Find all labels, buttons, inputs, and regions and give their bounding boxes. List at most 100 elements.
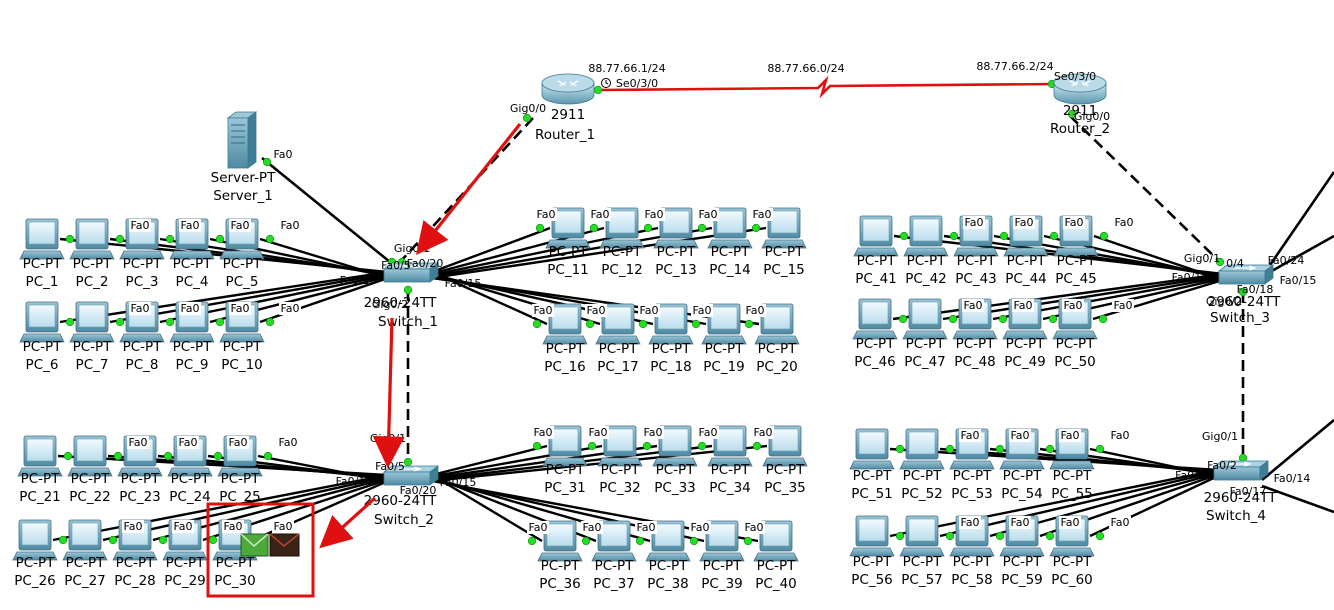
pc-switch-link[interactable] bbox=[259, 237, 389, 280]
pc-name-label: PC_59 bbox=[1001, 572, 1043, 588]
router-icon-router_2[interactable] bbox=[1053, 73, 1107, 105]
pc-name-label: PC_2 bbox=[76, 274, 109, 290]
switch-icon-switch_2[interactable] bbox=[382, 465, 440, 486]
pc-switch-link[interactable] bbox=[1092, 278, 1224, 321]
pc-icon[interactable] bbox=[645, 520, 691, 562]
port-label-fa0: Fa0 bbox=[272, 520, 294, 533]
pc-icon[interactable] bbox=[595, 303, 641, 345]
pc-icon[interactable] bbox=[542, 303, 588, 345]
pc-icon[interactable] bbox=[542, 425, 588, 467]
switch4-offscreen-link[interactable] bbox=[1261, 419, 1334, 481]
pc-icon[interactable] bbox=[902, 298, 948, 340]
pc-switch-link[interactable] bbox=[59, 270, 389, 324]
port-label-text: Fa0 bbox=[230, 219, 249, 232]
pc-switch-link[interactable] bbox=[431, 226, 767, 280]
router-icon-router_1[interactable] bbox=[541, 73, 595, 105]
port-status-light bbox=[751, 223, 761, 233]
pc-icon[interactable] bbox=[762, 425, 808, 467]
switch3-offscreen-link[interactable] bbox=[1268, 171, 1334, 266]
pc-icon[interactable] bbox=[69, 218, 115, 260]
pc-icon[interactable] bbox=[597, 425, 643, 467]
pc-icon[interactable] bbox=[761, 207, 807, 249]
pc-icon[interactable] bbox=[599, 207, 645, 249]
pc-name-label: PC_22 bbox=[69, 489, 111, 505]
pc-switch-link[interactable] bbox=[257, 454, 389, 483]
pc-icon[interactable] bbox=[653, 207, 699, 249]
pc-type-label: PC-PT bbox=[857, 253, 897, 269]
pc-icon[interactable] bbox=[12, 519, 58, 561]
router2-switch3-link[interactable] bbox=[1069, 115, 1221, 263]
pc-type-label: PC-PT bbox=[956, 336, 996, 352]
pc-icon[interactable] bbox=[69, 301, 115, 343]
port-label-fa0: Fa0 bbox=[642, 426, 664, 439]
switch-icon-switch_4[interactable] bbox=[1212, 460, 1270, 481]
pc-icon[interactable] bbox=[67, 435, 113, 477]
pc-icon[interactable] bbox=[19, 218, 65, 260]
pc-icon[interactable] bbox=[17, 435, 63, 477]
port-label-text: Fa0 bbox=[1110, 516, 1129, 529]
pc-icon[interactable] bbox=[62, 519, 108, 561]
port-label-fa0: Fa0 bbox=[635, 521, 657, 534]
pc-icon[interactable] bbox=[849, 515, 895, 557]
port-label-text: Fa0 bbox=[692, 304, 711, 317]
pc-switch-link[interactable] bbox=[52, 473, 389, 542]
port-status-light bbox=[691, 319, 701, 329]
pc-icon[interactable] bbox=[648, 303, 694, 345]
pc-icon[interactable] bbox=[699, 520, 745, 562]
port-label-text: Fa0 bbox=[1063, 299, 1082, 312]
pc-icon[interactable] bbox=[903, 215, 949, 257]
pc-name-label: PC_21 bbox=[19, 489, 61, 505]
pc-icon[interactable] bbox=[591, 520, 637, 562]
pc-icon[interactable] bbox=[652, 425, 698, 467]
port-status-light bbox=[65, 234, 75, 244]
pc-icon[interactable] bbox=[707, 425, 753, 467]
port-status-light bbox=[689, 536, 699, 546]
pc-icon[interactable] bbox=[701, 303, 747, 345]
port-status-light bbox=[1045, 444, 1055, 454]
switch-icon-switch_1[interactable] bbox=[382, 262, 440, 283]
pc-switch-link[interactable] bbox=[431, 444, 548, 477]
pc-icon[interactable] bbox=[853, 215, 899, 257]
pc-icon[interactable] bbox=[707, 207, 753, 249]
pc-icon[interactable] bbox=[545, 207, 591, 249]
pc-type-label: PC-PT bbox=[853, 468, 893, 484]
pc-name-label: PC_53 bbox=[951, 486, 993, 502]
pc-icon[interactable] bbox=[852, 298, 898, 340]
serial-wan-link[interactable] bbox=[597, 75, 1059, 99]
pc-icon[interactable] bbox=[899, 428, 945, 470]
pc-switch-link[interactable] bbox=[431, 473, 543, 543]
envelope-icon[interactable] bbox=[269, 533, 300, 557]
server-icon[interactable] bbox=[226, 111, 258, 169]
pc-icon[interactable] bbox=[537, 520, 583, 562]
pc-switch-link[interactable] bbox=[889, 468, 1219, 538]
server-switch1-link[interactable] bbox=[261, 156, 391, 264]
pc-switch-link[interactable] bbox=[1089, 447, 1219, 478]
port-status-light bbox=[208, 535, 218, 545]
pc-switch-link[interactable] bbox=[892, 272, 1224, 321]
switch-port-label: Fa0/5 bbox=[375, 460, 405, 473]
switch-icon-switch_3[interactable] bbox=[1217, 264, 1275, 285]
port-label-text: Fa0 bbox=[1060, 516, 1079, 529]
port-label-fa0: Fa0 bbox=[1059, 429, 1081, 442]
pc-switch-link[interactable] bbox=[431, 226, 551, 274]
port-status-light bbox=[215, 234, 225, 244]
pc-icon[interactable] bbox=[899, 515, 945, 557]
port-label-fa0: Fa0 bbox=[1062, 299, 1084, 312]
pc-name-label: PC_54 bbox=[1001, 486, 1043, 502]
port-label-fa0: Fa0 bbox=[177, 436, 199, 449]
pc-name-label: PC_46 bbox=[854, 354, 896, 370]
pc-icon[interactable] bbox=[19, 301, 65, 343]
labels-layer: PC-PTPC_1PC-PTPC_2Fa0PC-PTPC_3Fa0PC-PTPC… bbox=[14, 60, 1316, 592]
switch3-offscreen-link[interactable] bbox=[1269, 234, 1334, 274]
port-status-light bbox=[163, 451, 173, 461]
envelope-icon[interactable] bbox=[240, 533, 269, 557]
pc-icon[interactable] bbox=[754, 303, 800, 345]
port-status-light bbox=[403, 285, 413, 295]
switch4-offscreen-link[interactable] bbox=[1261, 484, 1334, 514]
pc-type-label: PC-PT bbox=[703, 558, 743, 574]
port-status-light bbox=[403, 457, 413, 467]
pc-icon[interactable] bbox=[849, 428, 895, 470]
pc-icon[interactable] bbox=[753, 520, 799, 562]
pc-switch-link[interactable] bbox=[1093, 234, 1224, 282]
